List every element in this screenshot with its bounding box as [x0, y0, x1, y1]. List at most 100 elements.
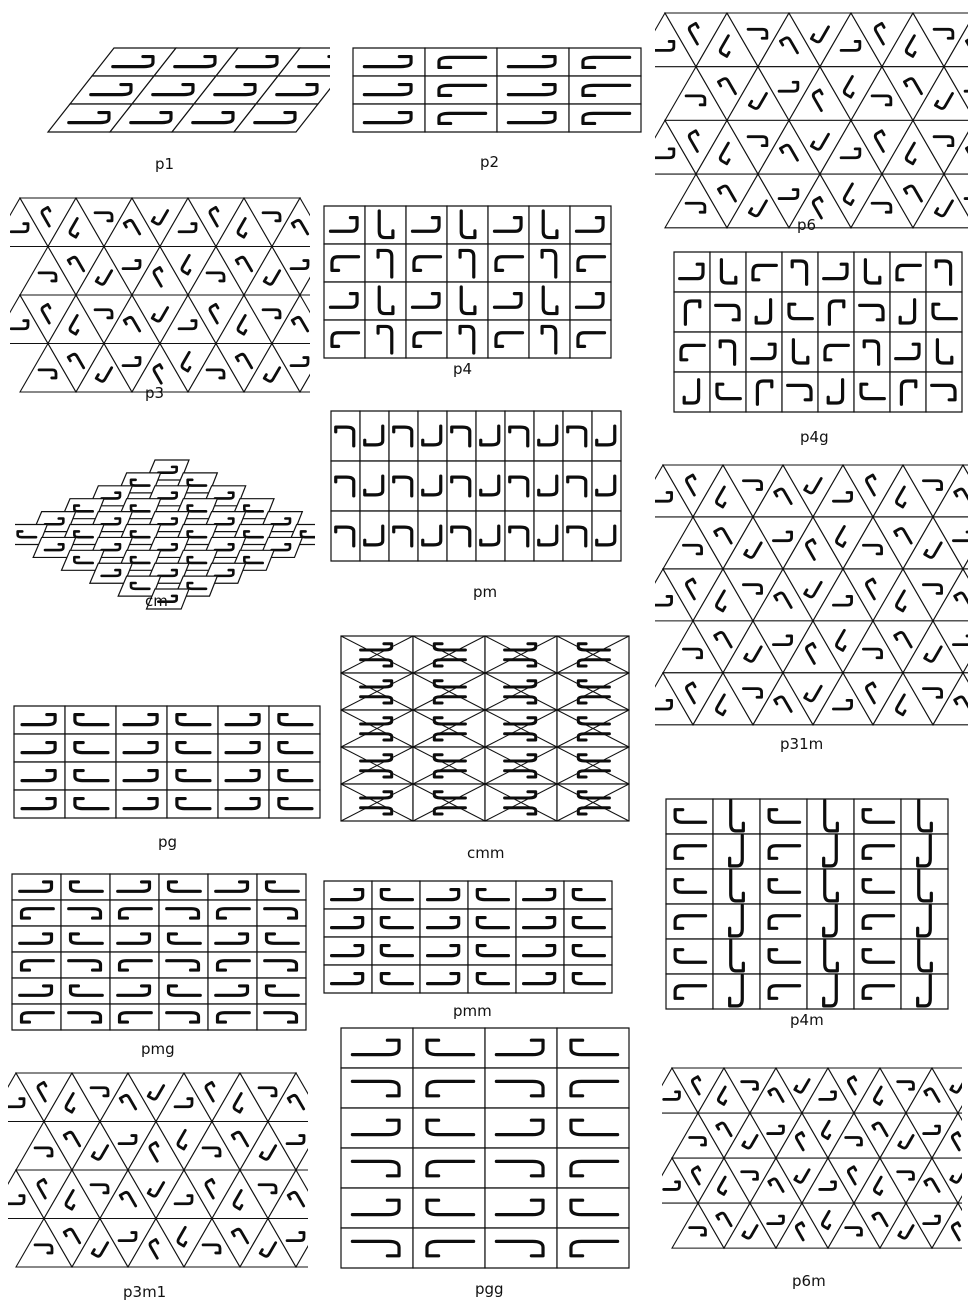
tile-cell — [159, 900, 208, 926]
tile-cell — [360, 511, 389, 561]
tile-cell — [116, 706, 167, 734]
tile-cell — [505, 461, 534, 511]
panel-p1: p1 — [30, 40, 330, 190]
tile-cell — [159, 1004, 208, 1030]
tile-cell — [324, 909, 372, 937]
tile-cell — [760, 869, 807, 904]
tile-cell — [746, 372, 782, 412]
tile-cell — [413, 1228, 485, 1268]
tile-cell — [807, 939, 854, 974]
tile-cell — [807, 869, 854, 904]
tile-cell — [257, 978, 306, 1004]
tile-cell — [564, 937, 612, 965]
tile-cell — [563, 411, 592, 461]
tile-cell — [12, 926, 61, 952]
tile-cell — [564, 965, 612, 993]
tile-cell — [159, 978, 208, 1004]
pattern-pm — [325, 405, 630, 605]
panel-pm: pm — [325, 405, 630, 605]
tile-cell — [389, 411, 418, 461]
tile-cell — [901, 834, 948, 869]
label-cm: cm — [145, 592, 168, 610]
pattern-p3m1 — [8, 1065, 308, 1302]
tile-cell — [488, 244, 529, 282]
tile-cell — [257, 874, 306, 900]
tile-cell — [425, 76, 497, 104]
tile-cell — [116, 762, 167, 790]
tile-cell — [807, 904, 854, 939]
tile-cell — [341, 1068, 413, 1108]
pattern-p4 — [318, 200, 618, 380]
label-pmm: pmm — [453, 1002, 492, 1020]
tile-cell — [167, 706, 218, 734]
pattern-p1 — [30, 40, 330, 190]
tile-cell — [413, 1148, 485, 1188]
tile-cell — [208, 874, 257, 900]
label-p3m1: p3m1 — [123, 1283, 166, 1301]
tile-cell — [807, 834, 854, 869]
tile-cell — [372, 909, 420, 937]
tile-cell — [413, 1108, 485, 1148]
panel-p2: p2 — [345, 40, 645, 190]
tile-cell — [666, 869, 713, 904]
tile-cell — [901, 904, 948, 939]
tile-cell — [208, 926, 257, 952]
tile-cell — [14, 762, 65, 790]
label-pm: pm — [473, 583, 497, 601]
tile-cell — [420, 937, 468, 965]
tile-cell — [65, 734, 116, 762]
tile-cell — [425, 104, 497, 132]
tile-cell — [61, 1004, 110, 1030]
tile-cell — [159, 874, 208, 900]
panel-pg: pg — [10, 700, 328, 855]
tile-cell — [557, 1028, 629, 1068]
tile-cell — [12, 1004, 61, 1030]
tile-cell — [854, 939, 901, 974]
tile-cell — [557, 1068, 629, 1108]
tile-cell — [167, 734, 218, 762]
tile-cell — [485, 1228, 557, 1268]
panel-pmg: pmg — [8, 870, 313, 1060]
tile-cell — [14, 734, 65, 762]
panel-p6m: p6m — [662, 1060, 962, 1297]
tile-cell — [447, 511, 476, 561]
label-pmg: pmg — [141, 1040, 175, 1058]
pattern-cm — [15, 440, 315, 615]
tile-cell — [406, 282, 447, 320]
tile-cell — [854, 834, 901, 869]
tile-cell — [485, 1188, 557, 1228]
tile-cell — [12, 900, 61, 926]
tile-cell — [782, 252, 818, 292]
tile-cell — [218, 734, 269, 762]
tile-cell — [516, 937, 564, 965]
tile-cell — [890, 372, 926, 412]
tile-cell — [110, 900, 159, 926]
tile-cell — [760, 904, 807, 939]
tile-cell — [372, 965, 420, 993]
tile-cell — [425, 48, 497, 76]
tile-cell — [485, 1068, 557, 1108]
tile-cell — [710, 252, 746, 292]
tile-cell — [854, 904, 901, 939]
tile-cell — [257, 1004, 306, 1030]
tile-cell — [372, 881, 420, 909]
tile-cell — [485, 1028, 557, 1068]
tile-cell — [557, 1188, 629, 1228]
tile-cell — [760, 939, 807, 974]
tile-cell — [61, 926, 110, 952]
pattern-p6 — [655, 5, 968, 245]
tile-cell — [167, 762, 218, 790]
tile-cell — [341, 1228, 413, 1268]
tile-cell — [569, 104, 641, 132]
tile-cell — [208, 952, 257, 978]
tile-cell — [110, 926, 159, 952]
tile-cell — [468, 965, 516, 993]
tile-cell — [159, 926, 208, 952]
tile-cell — [269, 706, 320, 734]
tile-cell — [257, 900, 306, 926]
label-p1: p1 — [155, 155, 174, 173]
pattern-cmm — [335, 630, 635, 865]
tile-cell — [497, 48, 569, 76]
pattern-pg — [10, 700, 328, 855]
tile-cell — [807, 799, 854, 834]
